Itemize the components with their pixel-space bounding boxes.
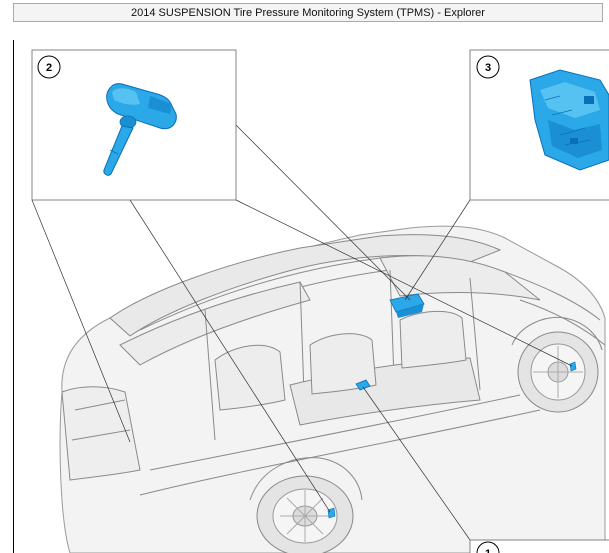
vehicle-outline (59, 225, 606, 553)
body-control-module-icon (529, 69, 609, 171)
callout-number-1: 1 (485, 548, 491, 553)
highlighted-sensor-front-wheel (569, 361, 577, 372)
callout-number-2: 2 (46, 62, 52, 74)
highlighted-sensor-rear-wheel (327, 507, 336, 519)
left-border-rule (13, 40, 14, 553)
callout-number-3: 3 (485, 62, 491, 74)
highlighted-tpms-module-on-vehicle (355, 379, 371, 391)
page-title: 2014 SUSPENSION Tire Pressure Monitoring… (13, 3, 603, 22)
tire-pressure-sensor-icon (103, 83, 177, 176)
callout-3-box: 3 (469, 49, 609, 201)
highlighted-bcm-on-vehicle (389, 293, 425, 318)
callout-1-box: 1 (469, 539, 609, 553)
leader-lines (31, 124, 573, 541)
callout-2-box: 2 (31, 49, 237, 201)
